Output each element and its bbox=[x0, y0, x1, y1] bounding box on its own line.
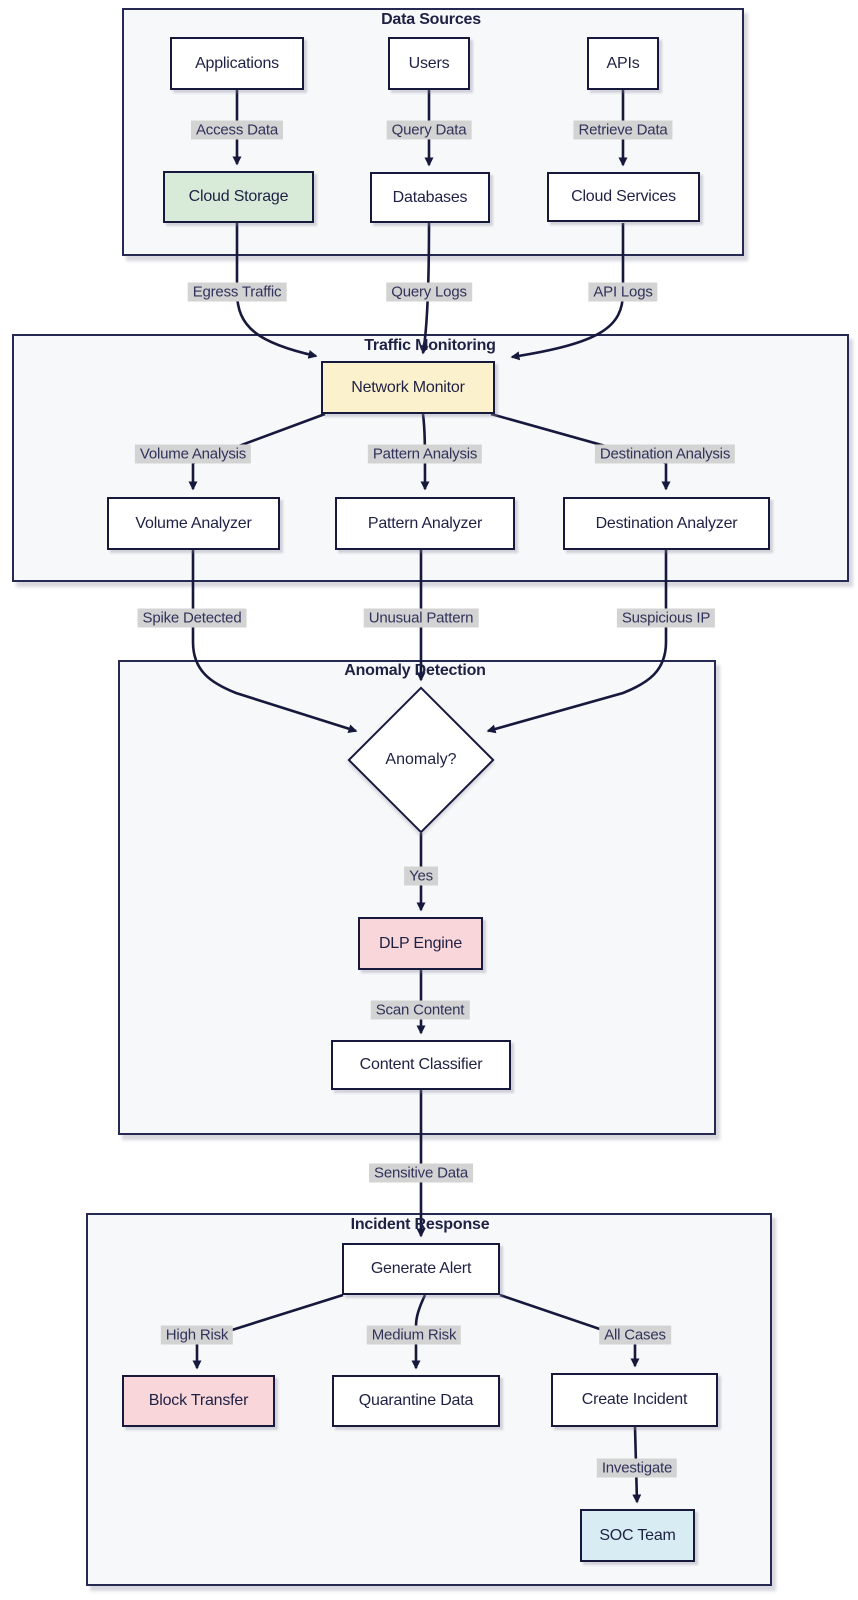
edge-label-query-data: Query Data bbox=[386, 120, 472, 140]
edge-label-volume-analysis: Volume Analysis bbox=[134, 444, 252, 464]
subgraph-title-incident-response: Incident Response bbox=[350, 1216, 490, 1233]
edge-label-suspicious-ip: Suspicious IP bbox=[616, 608, 716, 628]
node-create-incident: Create Incident bbox=[551, 1373, 718, 1427]
edge-label-api-logs: API Logs bbox=[588, 282, 658, 302]
node-quarantine-data: Quarantine Data bbox=[332, 1375, 500, 1427]
node-users: Users bbox=[388, 37, 470, 90]
edge-volumeanalyzer-anomaly bbox=[191, 550, 358, 734]
node-dlp-engine: DLP Engine bbox=[358, 917, 483, 970]
node-soc-team: SOC Team bbox=[580, 1509, 695, 1562]
node-volume-analyzer: Volume Analyzer bbox=[107, 497, 280, 550]
node-applications: Applications bbox=[170, 37, 304, 90]
node-anomaly-decision-label: Anomaly? bbox=[385, 751, 457, 768]
node-apis: APIs bbox=[587, 37, 659, 90]
edge-label-destination-analysis: Destination Analysis bbox=[594, 444, 736, 464]
node-cloud-storage: Cloud Storage bbox=[163, 171, 314, 223]
edge-label-high-risk: High Risk bbox=[160, 1325, 234, 1345]
edge-label-access-data: Access Data bbox=[191, 120, 283, 140]
edge-label-query-logs: Query Logs bbox=[386, 282, 472, 302]
edge-label-egress-traffic: Egress Traffic bbox=[187, 282, 287, 302]
node-network-monitor: Network Monitor bbox=[321, 361, 495, 414]
subgraph-title-data-sources: Data Sources bbox=[381, 11, 481, 28]
node-databases: Databases bbox=[370, 172, 490, 223]
edge-label-sensitive-data: Sensitive Data bbox=[369, 1163, 473, 1183]
edge-label-all-cases: All Cases bbox=[599, 1325, 671, 1345]
node-cloud-services: Cloud Services bbox=[547, 172, 700, 222]
node-content-classifier: Content Classifier bbox=[331, 1040, 511, 1090]
subgraph-title-traffic-monitoring: Traffic Monitoring bbox=[364, 337, 496, 354]
edge-label-spike-detected: Spike Detected bbox=[137, 608, 247, 628]
subgraph-title-anomaly-detection: Anomaly Detection bbox=[344, 662, 486, 679]
edge-label-pattern-analysis: Pattern Analysis bbox=[367, 444, 483, 464]
edge-label-scan-content: Scan Content bbox=[370, 1000, 470, 1020]
node-pattern-analyzer: Pattern Analyzer bbox=[335, 497, 515, 550]
edge-label-medium-risk: Medium Risk bbox=[366, 1325, 462, 1345]
edge-label-yes: Yes bbox=[404, 866, 438, 886]
node-generate-alert: Generate Alert bbox=[342, 1243, 500, 1295]
edge-label-investigate: Investigate bbox=[596, 1458, 678, 1478]
edge-label-retrieve-data: Retrieve Data bbox=[573, 120, 673, 140]
edge-label-unusual-pattern: Unusual Pattern bbox=[363, 608, 479, 628]
node-block-transfer: Block Transfer bbox=[122, 1375, 275, 1427]
edge-networkmonitor-patternanalyzer bbox=[420, 413, 430, 491]
node-destination-analyzer: Destination Analyzer bbox=[563, 497, 770, 550]
edge-destinationanalyzer-anomaly bbox=[486, 550, 668, 734]
